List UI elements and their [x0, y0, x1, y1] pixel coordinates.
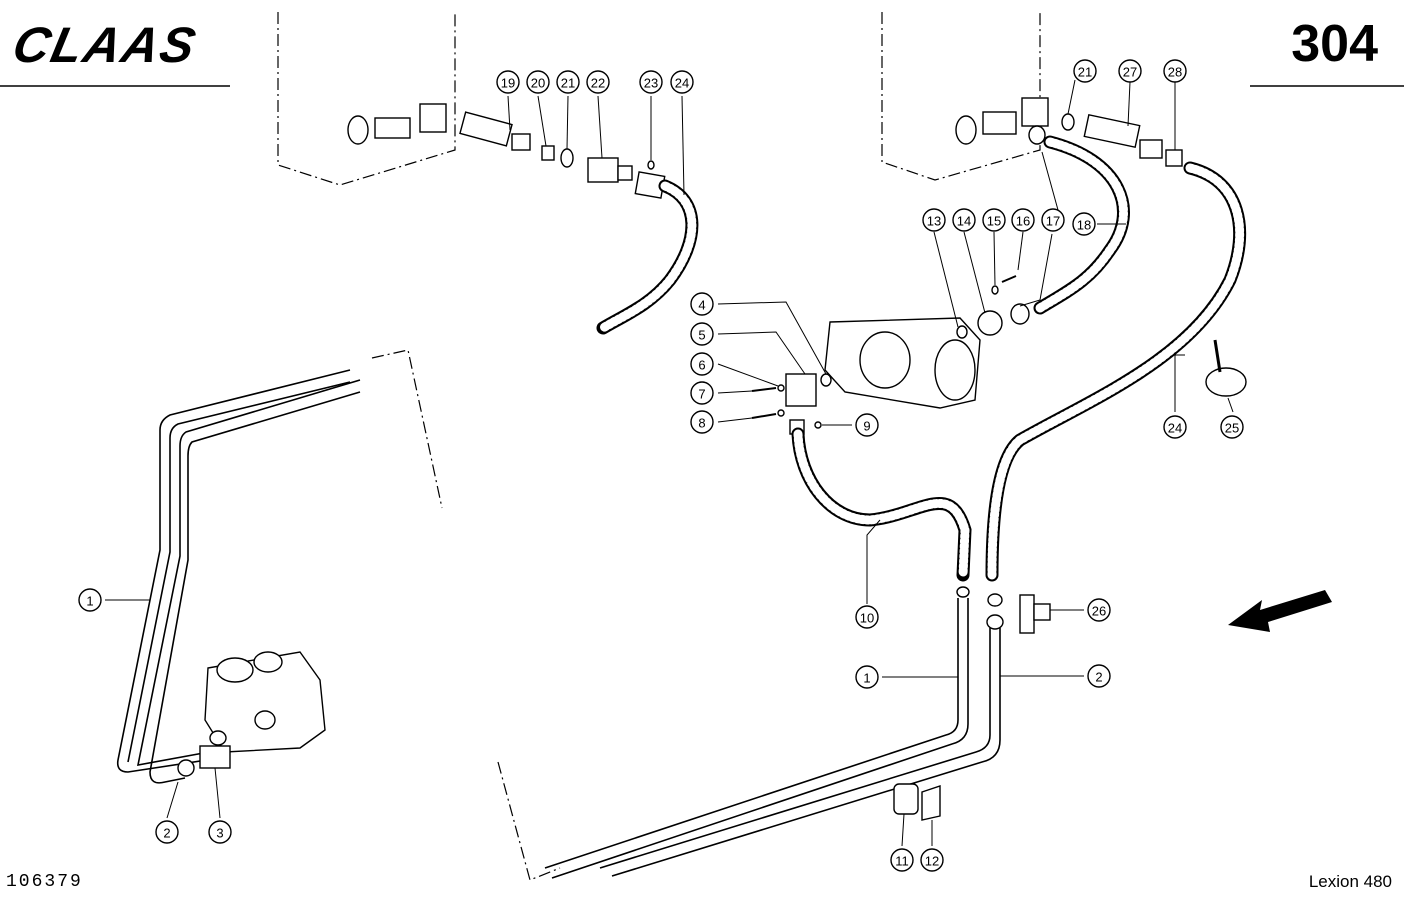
callout-label: 23: [644, 76, 658, 91]
callout-6: 6: [690, 352, 714, 376]
drawing-number: 106379: [6, 872, 83, 892]
hose-clamp-25: [1205, 339, 1247, 397]
callout-24: 24: [1163, 415, 1187, 439]
callout-label: 18: [1077, 218, 1091, 233]
callout-11: 11: [890, 848, 914, 872]
callout-2: 2: [155, 820, 179, 844]
callout-label: 21: [561, 76, 575, 91]
callout-13: 13: [922, 208, 946, 232]
frame-outline-right: [881, 12, 1041, 181]
upper-right-fittings: [955, 97, 1183, 167]
callout-8: 8: [690, 410, 714, 434]
frame-outline-center: [371, 349, 443, 509]
callout-label: 27: [1123, 65, 1137, 80]
callout-label: 26: [1092, 604, 1106, 619]
callout-1: 1: [855, 665, 879, 689]
hydraulic-pump: [824, 317, 981, 409]
hose-24-right: [985, 161, 1247, 582]
frame-outline-left: [277, 12, 456, 186]
callout-25: 25: [1220, 415, 1244, 439]
callout-15: 15: [982, 208, 1006, 232]
callout-label: 2: [1095, 670, 1102, 685]
direction-arrow: [1228, 590, 1332, 632]
callout-1: 1: [78, 588, 102, 612]
callout-10: 10: [855, 605, 879, 629]
upper-left-fittings: [347, 103, 666, 199]
callout-5: 5: [690, 322, 714, 346]
callout-label: 6: [698, 358, 705, 373]
callout-9: 9: [855, 413, 879, 437]
control-valve-block: [177, 651, 326, 777]
callout-label: 13: [927, 214, 941, 229]
model-name: Lexion 480: [1308, 872, 1392, 891]
callout-19: 19: [496, 70, 520, 94]
callout-label: 20: [531, 76, 545, 91]
callout-16: 16: [1011, 208, 1035, 232]
callout-20: 20: [526, 70, 550, 94]
pump-fittings: [751, 275, 1030, 435]
frame-outline-bottom: [497, 761, 561, 881]
callout-12: 12: [920, 848, 944, 872]
callout-label: 2: [163, 826, 170, 841]
callout-label: 15: [987, 214, 1001, 229]
callout-label: 22: [591, 76, 605, 91]
callout-label: 19: [501, 76, 515, 91]
callout-label: 4: [698, 298, 705, 313]
callout-label: 7: [698, 387, 705, 402]
callout-label: 28: [1168, 65, 1182, 80]
callout-label: 5: [698, 328, 705, 343]
callout-26: 26: [1087, 598, 1111, 622]
callout-7: 7: [690, 381, 714, 405]
hose-24-left: [596, 179, 699, 335]
callout-21: 21: [1073, 59, 1097, 83]
callout-label: 24: [1168, 421, 1182, 436]
callout-label: 10: [860, 611, 874, 626]
tube-left-pair: [116, 369, 361, 784]
callout-14: 14: [952, 208, 976, 232]
parts-11-12: [893, 783, 941, 821]
callout-label: 14: [957, 214, 971, 229]
callout-label: 25: [1225, 421, 1239, 436]
callout-label: 11: [895, 854, 909, 869]
callout-23: 23: [639, 70, 663, 94]
callout-2: 2: [1087, 664, 1111, 688]
callout-label: 12: [925, 854, 939, 869]
callout-24: 24: [670, 70, 694, 94]
callout-22: 22: [586, 70, 610, 94]
callout-label: 3: [216, 826, 223, 841]
callout-label: 9: [863, 419, 870, 434]
callout-label: 1: [86, 594, 93, 609]
callout-17: 17: [1041, 208, 1065, 232]
tee-fitting-26: [1019, 594, 1051, 634]
hose-18: [1033, 135, 1130, 315]
callout-label: 21: [1078, 65, 1092, 80]
callout-label: 24: [675, 76, 689, 91]
hose-10: [791, 427, 972, 582]
callout-27: 27: [1118, 59, 1142, 83]
callout-4: 4: [690, 292, 714, 316]
callout-label: 1: [863, 671, 870, 686]
callout-3: 3: [208, 820, 232, 844]
callout-label: 17: [1046, 214, 1060, 229]
callout-21: 21: [556, 70, 580, 94]
callout-label: 8: [698, 416, 705, 431]
page-number: 304: [1291, 15, 1378, 73]
callout-18: 18: [1072, 212, 1096, 236]
tube-right-pair: [544, 586, 1004, 879]
callout-label: 16: [1016, 214, 1030, 229]
callout-28: 28: [1163, 59, 1187, 83]
